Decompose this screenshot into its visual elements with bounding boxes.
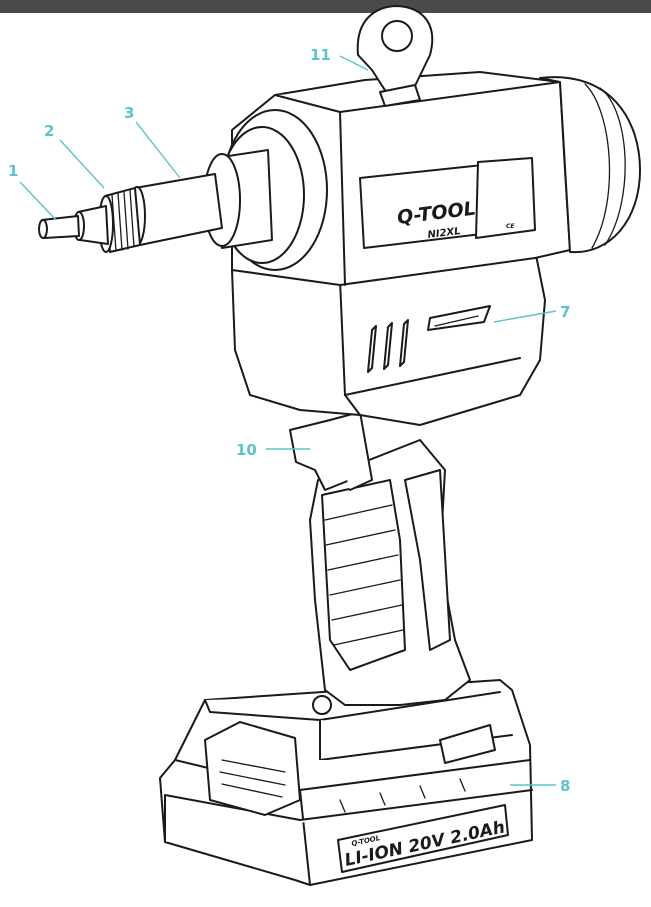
callout-2: 2 — [44, 122, 54, 140]
front-collar — [203, 109, 328, 271]
handle-grip — [309, 439, 471, 706]
callout-1: 1 — [8, 162, 18, 180]
callout-leader-2 — [59, 139, 105, 189]
top-bar — [0, 0, 651, 13]
lower-housing — [231, 249, 546, 426]
callout-leader-1 — [19, 181, 57, 221]
callout-leader-3 — [135, 121, 181, 179]
callout-leader-11 — [339, 55, 369, 71]
callout-10: 10 — [236, 441, 257, 459]
callout-8: 8 — [560, 777, 570, 795]
callout-7: 7 — [560, 303, 570, 321]
battery-pack: LI-ION 20V 2.0Ah Q-TOOL — [159, 679, 533, 886]
trigger — [289, 411, 373, 491]
hanger-hook — [356, 5, 434, 107]
callout-3: 3 — [124, 104, 134, 122]
nozzle-assembly — [38, 173, 223, 253]
callout-11: 11 — [310, 46, 331, 64]
callouts: 1 2 3 7 8 10 11 — [8, 46, 570, 795]
callout-leader-7 — [493, 310, 557, 323]
ce-mark: CE — [506, 223, 515, 230]
model-name: NI2XL — [427, 226, 461, 241]
